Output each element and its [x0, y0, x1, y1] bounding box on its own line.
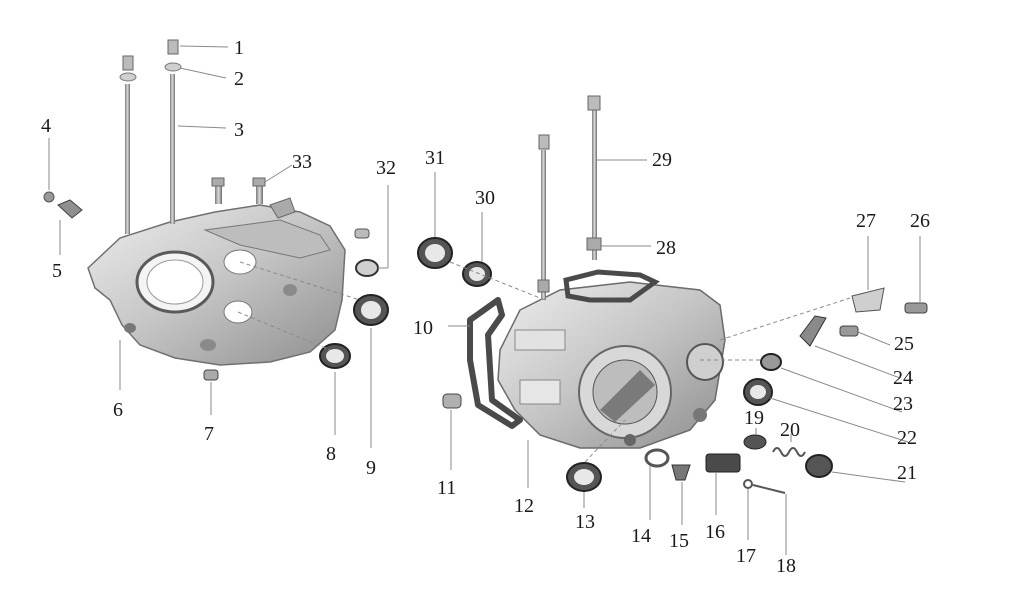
short-bolts-33 [211, 177, 266, 204]
callout-27: 27 [856, 210, 876, 232]
callout-30: 30 [475, 187, 495, 209]
callout-28: 28 [656, 237, 676, 259]
left-crankcase-half [87, 197, 346, 366]
callout-18: 18 [776, 555, 796, 577]
cap-21-part [805, 454, 833, 478]
pin-4-part [43, 191, 55, 203]
washer-14-part [644, 448, 670, 468]
callout-1: 1 [234, 37, 244, 59]
oring-17-part [743, 479, 753, 489]
callout-21: 21 [897, 462, 917, 484]
callout-4: 4 [41, 115, 51, 137]
callout-33: 33 [292, 151, 312, 173]
clip-5-part [57, 199, 83, 219]
callout-20: 20 [780, 419, 800, 441]
callout-15: 15 [669, 530, 689, 552]
gasket-10-part [467, 297, 523, 429]
sensor-16-part [705, 453, 741, 473]
callout-10: 10 [413, 317, 433, 339]
bolt-26-part [904, 302, 928, 314]
long-bolt-29-part [586, 95, 602, 260]
callout-22: 22 [897, 427, 917, 449]
oil-seal-13-part [566, 462, 602, 492]
callout-19: 19 [744, 407, 764, 429]
callout-3: 3 [234, 119, 244, 141]
callout-26: 26 [910, 210, 930, 232]
callout-17: 17 [736, 545, 756, 567]
callout-13: 13 [575, 511, 595, 533]
dowel-32-part [354, 228, 370, 239]
oil-seal-8-part [319, 343, 351, 369]
callout-32: 32 [376, 157, 396, 179]
callout-23: 23 [893, 393, 913, 415]
gasket-28-part [563, 269, 660, 303]
bearing-23-part [760, 353, 782, 371]
oil-seal-31-part [417, 237, 453, 269]
oil-seal-9-part [353, 294, 389, 326]
leader-lines [48, 45, 921, 555]
long-bolt-left-a [119, 55, 137, 234]
callout-6: 6 [113, 399, 123, 421]
callout-2: 2 [234, 68, 244, 90]
callout-24: 24 [893, 367, 913, 389]
callout-8: 8 [326, 443, 336, 465]
spring-20-part [772, 447, 806, 457]
callout-16: 16 [705, 521, 725, 543]
plate-24-part [799, 315, 827, 347]
long-bolt-left-b [164, 39, 182, 224]
screw-18-part [752, 484, 786, 494]
callout-31: 31 [425, 147, 445, 169]
long-bolt-31-line-part [537, 134, 550, 300]
oil-seal-22-part [743, 378, 773, 406]
dowel-7-part [203, 369, 219, 381]
callout-12: 12 [514, 495, 534, 517]
callout-11: 11 [437, 477, 456, 499]
seal-19-part [743, 434, 767, 450]
callout-25: 25 [894, 333, 914, 355]
right-crankcase-half [497, 281, 726, 449]
callout-5: 5 [52, 260, 62, 282]
dowel-11-part [442, 393, 462, 409]
callout-labels: 1 2 3 4 5 6 7 8 9 10 11 12 13 14 15 16 1… [41, 37, 930, 577]
oil-seal-30-part [462, 261, 492, 287]
callout-9: 9 [366, 457, 376, 479]
callout-7: 7 [204, 423, 214, 445]
bolt-25-part [839, 325, 859, 337]
callout-14: 14 [631, 525, 651, 547]
plug-15-part [671, 464, 691, 481]
callout-29: 29 [652, 149, 672, 171]
bracket-27-part [851, 287, 885, 313]
bearing-32-part [355, 259, 379, 277]
